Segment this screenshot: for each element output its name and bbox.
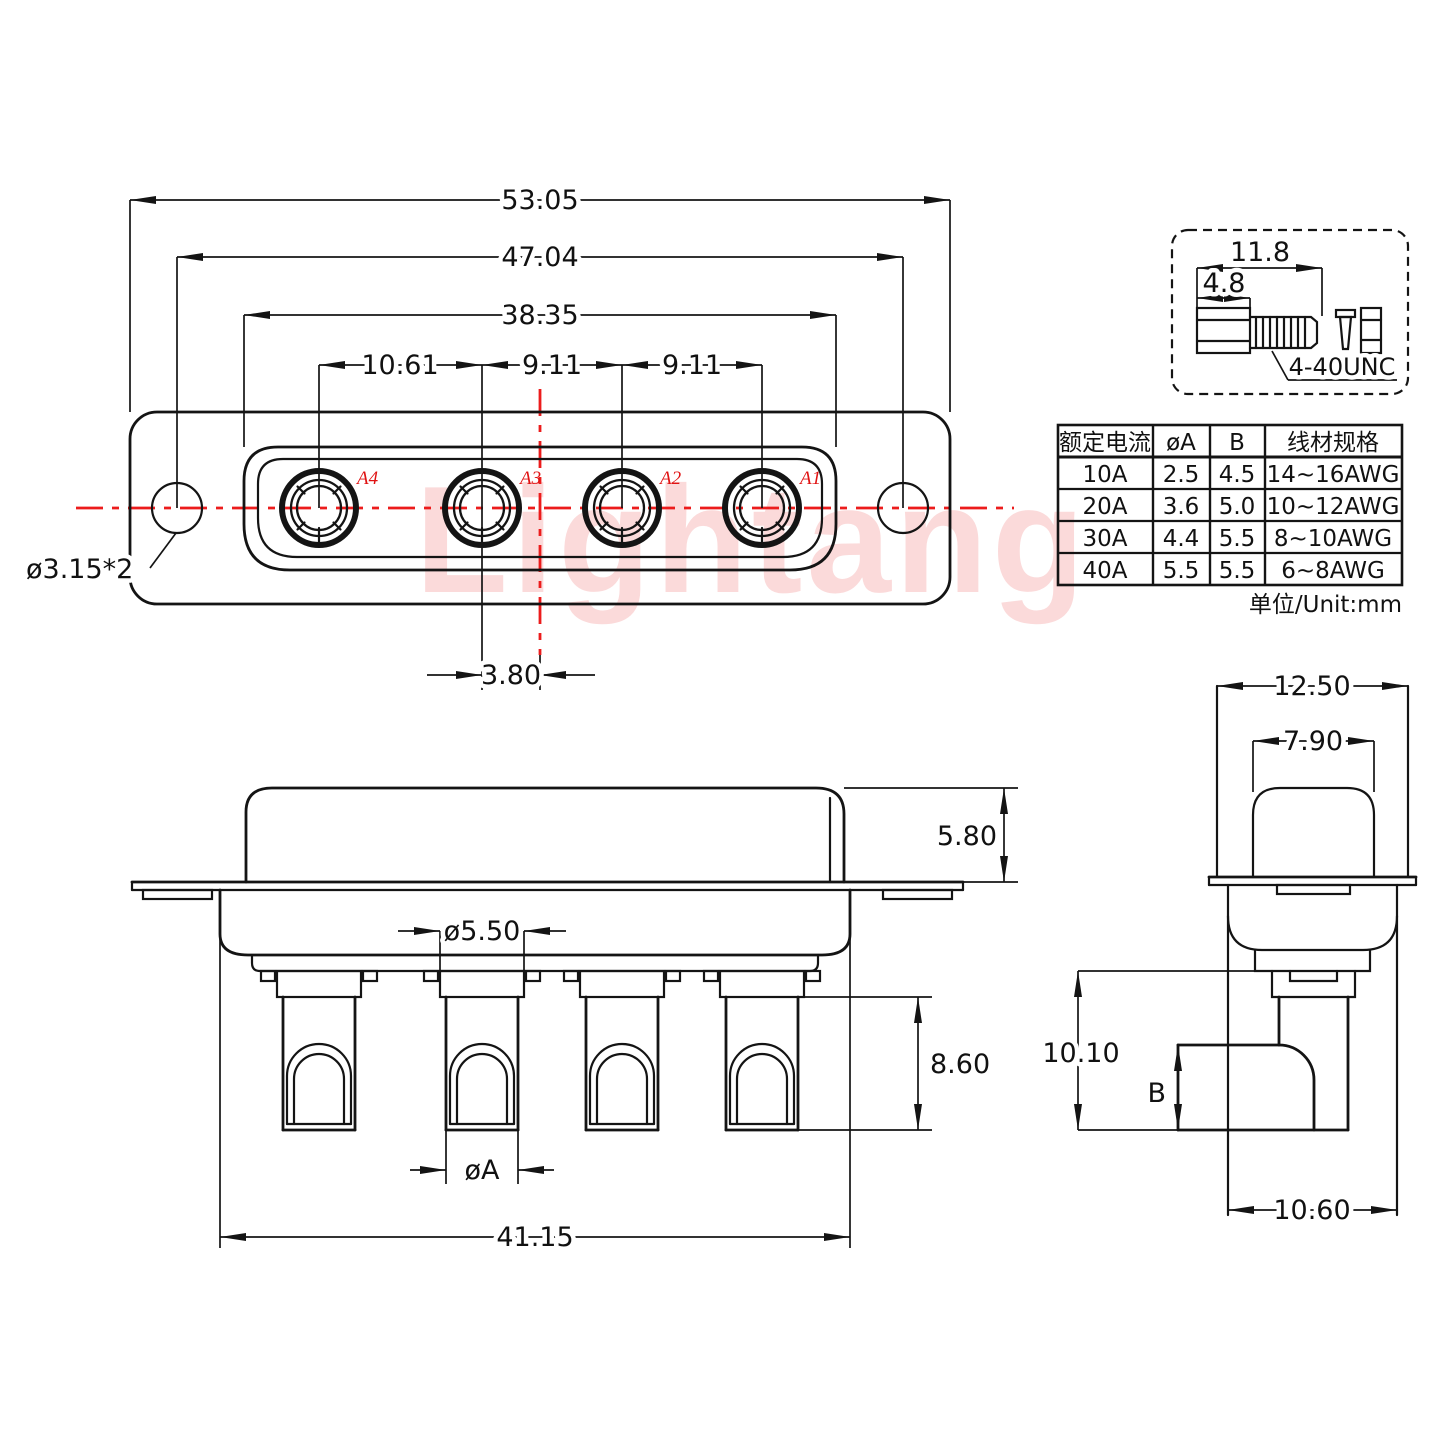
- table-header-wire: 线材规格: [1287, 430, 1379, 456]
- front-flange-outline: [128, 410, 952, 606]
- dim-height: 10.10: [1042, 1038, 1119, 1069]
- screw-side-parts: [1334, 306, 1383, 355]
- svg-text:10~12AWG: 10~12AWG: [1267, 494, 1400, 520]
- contact-label-a1: A1: [798, 468, 821, 489]
- dim-mount-hole: ø3.15*2: [26, 554, 133, 585]
- dim-pitch-a3-a2: 9.11: [522, 350, 582, 381]
- dim-body-width: 41.15: [496, 1222, 573, 1253]
- shell-back-outline: [244, 786, 846, 884]
- dim-contact-length: 8.60: [930, 1049, 990, 1080]
- svg-text:6~8AWG: 6~8AWG: [1281, 558, 1385, 584]
- svg-text:30A: 30A: [1082, 526, 1127, 552]
- inset-border: [1170, 228, 1410, 396]
- side-body-bowl: [1226, 914, 1399, 952]
- side-step-1: [1253, 948, 1372, 973]
- screw-detail-inset: 11.8 4.8 4-40UNC: [1170, 228, 1410, 396]
- dim-screw-hex: 4.8: [1203, 268, 1246, 299]
- table-border: [1056, 423, 1404, 587]
- thread-spec-label: 4-40UNC: [1289, 353, 1396, 381]
- table-row: 30A 4.4 5.5 8~10AWG: [1082, 526, 1392, 552]
- svg-text:5.5: 5.5: [1219, 558, 1256, 584]
- side-step-notch: [1288, 969, 1339, 983]
- svg-text:8~10AWG: 8~10AWG: [1274, 526, 1392, 552]
- bottom-view: 5.80 ø5.50 øA 8.60 41.15: [130, 786, 1018, 1258]
- dim-hole-span: 47.04: [501, 242, 578, 273]
- side-view: 12.50 7.90 B: [1038, 667, 1418, 1231]
- table-row: 40A 5.5 5.5 6~8AWG: [1082, 558, 1384, 584]
- dim-shell-height: 5.80: [937, 821, 997, 852]
- front-view: A4 A3 A2 A1 53.05 47.04 38.35 10.61 9.11…: [22, 181, 1014, 696]
- svg-text:20A: 20A: [1082, 494, 1127, 520]
- side-flange-tab: [1275, 883, 1352, 896]
- spec-table: 额定电流 øA B 线材规格 10A 2.5 4.5 14~16AWG 20A …: [1056, 423, 1404, 618]
- insulator-body: [218, 888, 852, 957]
- flange-tab-left: [141, 888, 214, 901]
- svg-text:5.0: 5.0: [1219, 494, 1256, 520]
- svg-text:3.6: 3.6: [1163, 494, 1200, 520]
- dim-pedestal-dia: ø5.50: [444, 916, 521, 947]
- bottom-contact-3: [562, 969, 682, 1132]
- insert-profile: [1251, 786, 1376, 879]
- insulator-plate: [250, 953, 820, 973]
- svg-text:4.5: 4.5: [1219, 462, 1256, 488]
- screw-hex-body: [1195, 306, 1252, 355]
- dim-side-body-width: 10.60: [1273, 1195, 1350, 1226]
- side-step-2: [1270, 969, 1357, 999]
- dsub-shell-inner: [256, 457, 824, 559]
- svg-text:5.5: 5.5: [1219, 526, 1256, 552]
- svg-text:14~16AWG: 14~16AWG: [1267, 462, 1400, 488]
- bottom-contact-2: [422, 969, 542, 1132]
- svg-text:10A: 10A: [1082, 462, 1127, 488]
- table-row: 10A 2.5 4.5 14~16AWG: [1082, 462, 1399, 488]
- dim-insert-width: 7.90: [1283, 726, 1343, 757]
- svg-text:40A: 40A: [1082, 558, 1127, 584]
- dim-pitch-a4-a3: 10.61: [361, 350, 438, 381]
- dim-arm-height: B: [1147, 1078, 1166, 1109]
- contact-label-a4: A4: [355, 468, 379, 489]
- bottom-contact-1: [259, 969, 379, 1132]
- dim-wire-hole: øA: [465, 1155, 501, 1186]
- dim-screw-overall: 11.8: [1230, 237, 1290, 268]
- table-header-current: 额定电流: [1059, 430, 1151, 456]
- mount-hole-leader: [149, 532, 177, 569]
- dim-overall-width: 53.05: [501, 185, 578, 216]
- contact-label-a2: A2: [658, 468, 682, 489]
- dim-shell-width: 38.35: [501, 300, 578, 331]
- dsub-shell-outer: [242, 445, 838, 572]
- dim-pitch-a2-a1: 9.11: [662, 350, 722, 381]
- unit-note: 单位/Unit:mm: [1249, 592, 1402, 618]
- dim-center-offset: 3.80: [481, 660, 541, 691]
- contact-label-a3: A3: [518, 468, 541, 489]
- flange-tab-right: [881, 888, 954, 901]
- bottom-contact-4: [702, 969, 822, 1132]
- screw-thread-lines: [1254, 315, 1307, 350]
- table-header-dia-a: øA: [1166, 430, 1196, 456]
- watermark-text: Lightang: [415, 455, 1089, 625]
- svg-text:2.5: 2.5: [1163, 462, 1200, 488]
- side-bent-contact: [1176, 995, 1350, 1132]
- svg-text:4.4: 4.4: [1163, 526, 1200, 552]
- table-row: 20A 3.6 5.0 10~12AWG: [1082, 494, 1399, 520]
- dim-top-width: 12.50: [1273, 671, 1350, 702]
- table-header-b: B: [1229, 430, 1245, 456]
- screw-thread-outline: [1248, 315, 1319, 350]
- svg-text:5.5: 5.5: [1163, 558, 1200, 584]
